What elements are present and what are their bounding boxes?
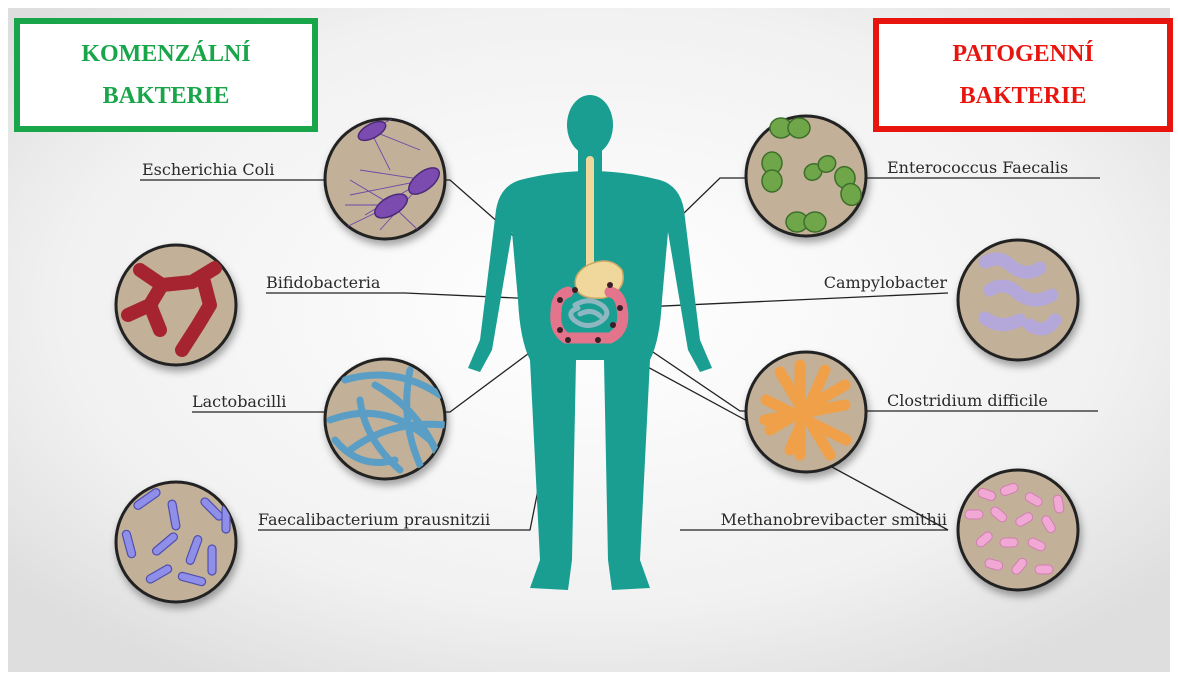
bifidobacteria-icon [116, 245, 236, 365]
label-escherichia-coli: Escherichia Coli [142, 160, 275, 179]
label-methanobrevibacter: Methanobrevibacter smithii [721, 510, 947, 529]
faecalibacterium-icon [116, 482, 236, 602]
lactobacilli-icon [325, 359, 445, 479]
label-enterococcus: Enterococcus Faecalis [887, 158, 1068, 177]
clostridium-icon [746, 352, 866, 472]
enterococcus-icon [746, 116, 866, 236]
commensal-bacteria-box: KOMENZÁLNÍ BAKTERIE [14, 18, 318, 132]
label-lactobacilli: Lactobacilli [192, 392, 286, 411]
label-faecalibacterium: Faecalibacterium prausnitzii [258, 510, 490, 529]
pathogenic-title-line2: BAKTERIE [960, 75, 1087, 117]
label-bifidobacteria: Bifidobacteria [266, 273, 381, 292]
label-campylobacter: Campylobacter [824, 273, 948, 292]
commensal-title-line2: BAKTERIE [103, 75, 230, 117]
campylobacter-icon [958, 240, 1078, 360]
commensal-title-line1: KOMENZÁLNÍ [81, 33, 250, 75]
label-clostridium: Clostridium difficile [887, 391, 1048, 410]
pathogenic-title-line1: PATOGENNÍ [952, 33, 1093, 75]
pathogenic-bacteria-box: PATOGENNÍ BAKTERIE [873, 18, 1173, 132]
methanobrevibacter-icon [958, 470, 1078, 590]
